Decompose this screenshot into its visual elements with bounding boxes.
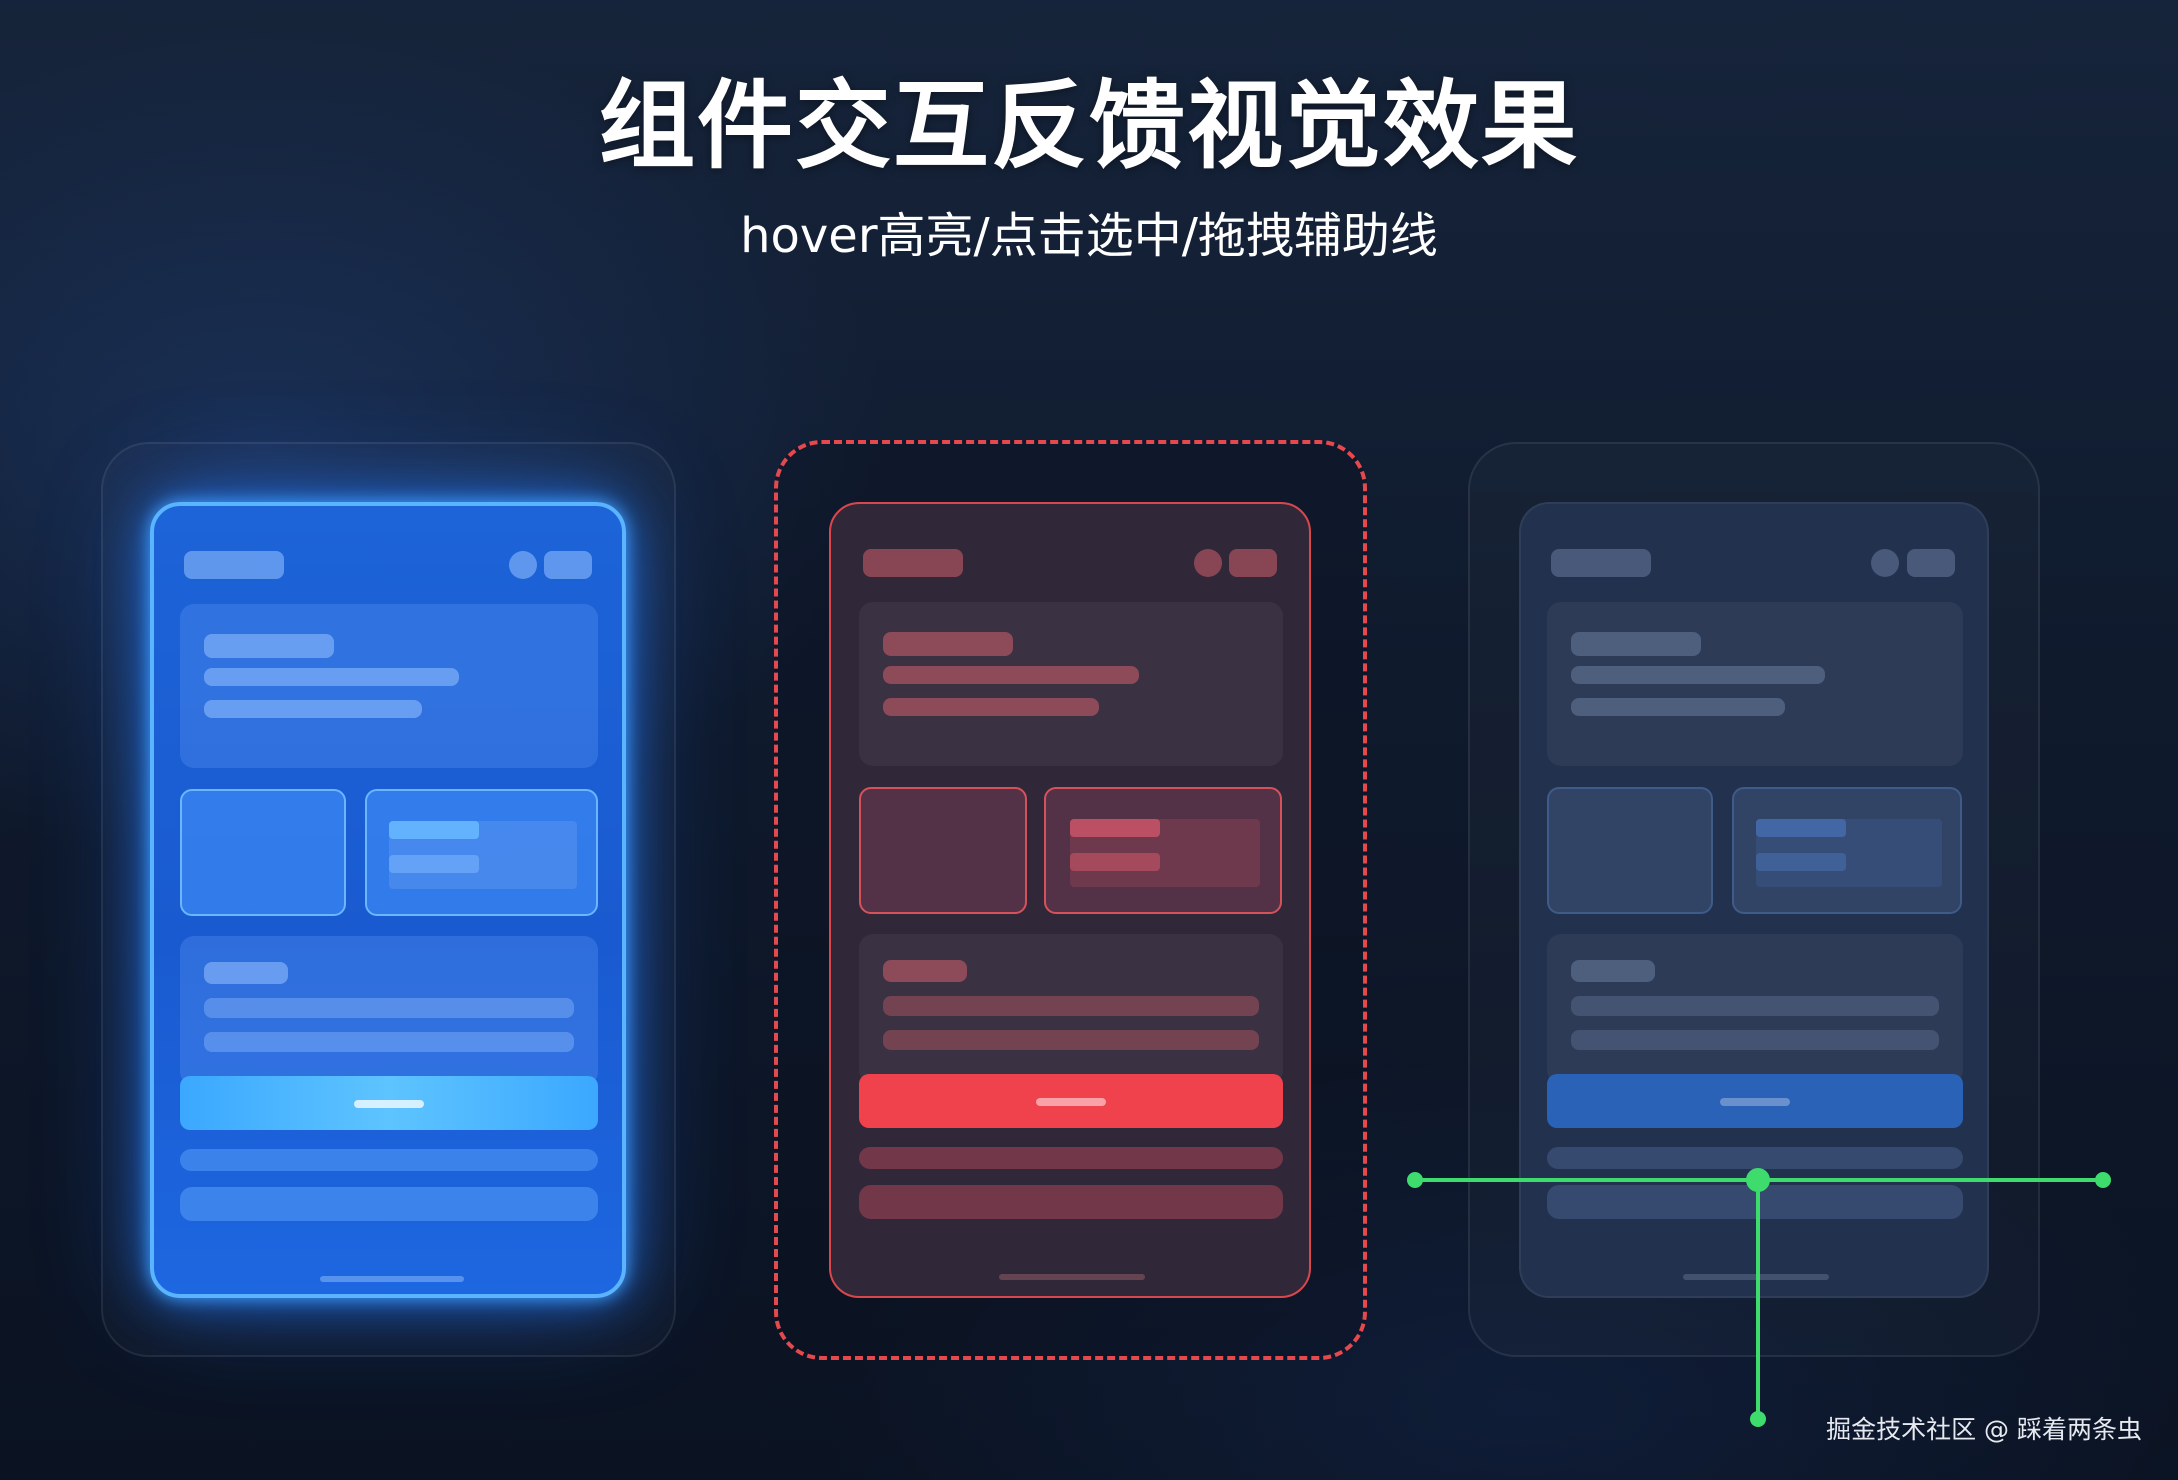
form-label-placeholder xyxy=(883,960,967,982)
form-input-placeholder[interactable] xyxy=(883,996,1259,1016)
home-indicator xyxy=(999,1274,1145,1280)
watermark: 掘金技术社区 @ 踩着两条虫 xyxy=(1826,1415,2142,1444)
button-label-placeholder xyxy=(1720,1098,1790,1106)
header-action-placeholder[interactable] xyxy=(1229,549,1277,577)
info-tile-title-placeholder xyxy=(1756,819,1846,837)
card-text-line xyxy=(883,698,1099,716)
hover-panel-frame xyxy=(101,442,676,1357)
page-title: 组件交互反馈视觉效果 xyxy=(599,70,1579,182)
info-tile[interactable] xyxy=(1044,787,1282,914)
form-input-placeholder[interactable] xyxy=(204,998,574,1018)
form-input-placeholder[interactable] xyxy=(1571,1030,1939,1050)
card-title-placeholder xyxy=(883,632,1013,656)
form-label-placeholder xyxy=(204,962,288,984)
info-tile-title-placeholder xyxy=(1070,819,1160,837)
home-indicator xyxy=(320,1276,464,1282)
form-input-placeholder[interactable] xyxy=(883,1030,1259,1050)
header-action-placeholder[interactable] xyxy=(1907,549,1955,577)
card-text-line xyxy=(204,668,459,686)
header-avatar-placeholder[interactable] xyxy=(1871,549,1899,577)
hover-highlighted-component[interactable] xyxy=(150,502,626,1298)
list-bar[interactable] xyxy=(1547,1147,1963,1169)
header-action-placeholder[interactable] xyxy=(544,551,592,579)
content-card[interactable] xyxy=(859,602,1283,766)
content-card[interactable] xyxy=(180,604,598,768)
card-title-placeholder xyxy=(1571,632,1701,656)
info-tile-title-placeholder xyxy=(389,821,479,839)
info-tile-text-placeholder xyxy=(389,855,479,873)
list-bar[interactable] xyxy=(180,1187,598,1221)
card-text-line xyxy=(1571,698,1785,716)
thumbnail-tile[interactable] xyxy=(1547,787,1713,914)
info-tile[interactable] xyxy=(365,789,598,916)
content-card[interactable] xyxy=(1547,602,1963,766)
card-text-line xyxy=(1571,666,1825,684)
info-tile-body xyxy=(389,821,577,889)
thumbnail-tile[interactable] xyxy=(180,789,346,916)
form-label-placeholder xyxy=(1571,960,1655,982)
header-avatar-placeholder[interactable] xyxy=(509,551,537,579)
selected-component[interactable] xyxy=(829,502,1311,1298)
card-title-placeholder xyxy=(204,634,334,658)
info-tile[interactable] xyxy=(1732,787,1962,914)
primary-action-button[interactable] xyxy=(180,1076,598,1130)
guide-endpoint-bottom[interactable] xyxy=(1750,1411,1766,1427)
button-label-placeholder xyxy=(1036,1098,1106,1106)
guide-endpoint-left[interactable] xyxy=(1407,1172,1423,1188)
dragged-component[interactable] xyxy=(1519,502,1989,1298)
list-bar[interactable] xyxy=(180,1149,598,1171)
card-text-line xyxy=(883,666,1139,684)
header-title-placeholder xyxy=(1551,549,1651,577)
page-subtitle: hover高亮/点击选中/拖拽辅助线 xyxy=(740,208,1438,264)
info-tile-body xyxy=(1756,819,1942,887)
button-label-placeholder xyxy=(354,1100,424,1108)
primary-action-button[interactable] xyxy=(859,1074,1283,1128)
drag-panel-frame xyxy=(1468,442,2040,1357)
list-bar[interactable] xyxy=(859,1185,1283,1219)
list-bar[interactable] xyxy=(859,1147,1283,1169)
primary-action-button[interactable] xyxy=(1547,1074,1963,1128)
form-input-placeholder[interactable] xyxy=(1571,996,1939,1016)
guide-intersection-handle[interactable] xyxy=(1746,1168,1770,1192)
card-text-line xyxy=(204,700,422,718)
guide-endpoint-right[interactable] xyxy=(2095,1172,2111,1188)
form-card[interactable] xyxy=(180,936,598,1086)
header-title-placeholder xyxy=(863,549,963,577)
info-tile-text-placeholder xyxy=(1756,853,1846,871)
form-card[interactable] xyxy=(859,934,1283,1084)
thumbnail-tile[interactable] xyxy=(859,787,1027,914)
header-title-placeholder xyxy=(184,551,284,579)
form-input-placeholder[interactable] xyxy=(204,1032,574,1052)
info-tile-text-placeholder xyxy=(1070,853,1160,871)
header-avatar-placeholder[interactable] xyxy=(1194,549,1222,577)
info-tile-body xyxy=(1070,819,1260,887)
form-card[interactable] xyxy=(1547,934,1963,1084)
